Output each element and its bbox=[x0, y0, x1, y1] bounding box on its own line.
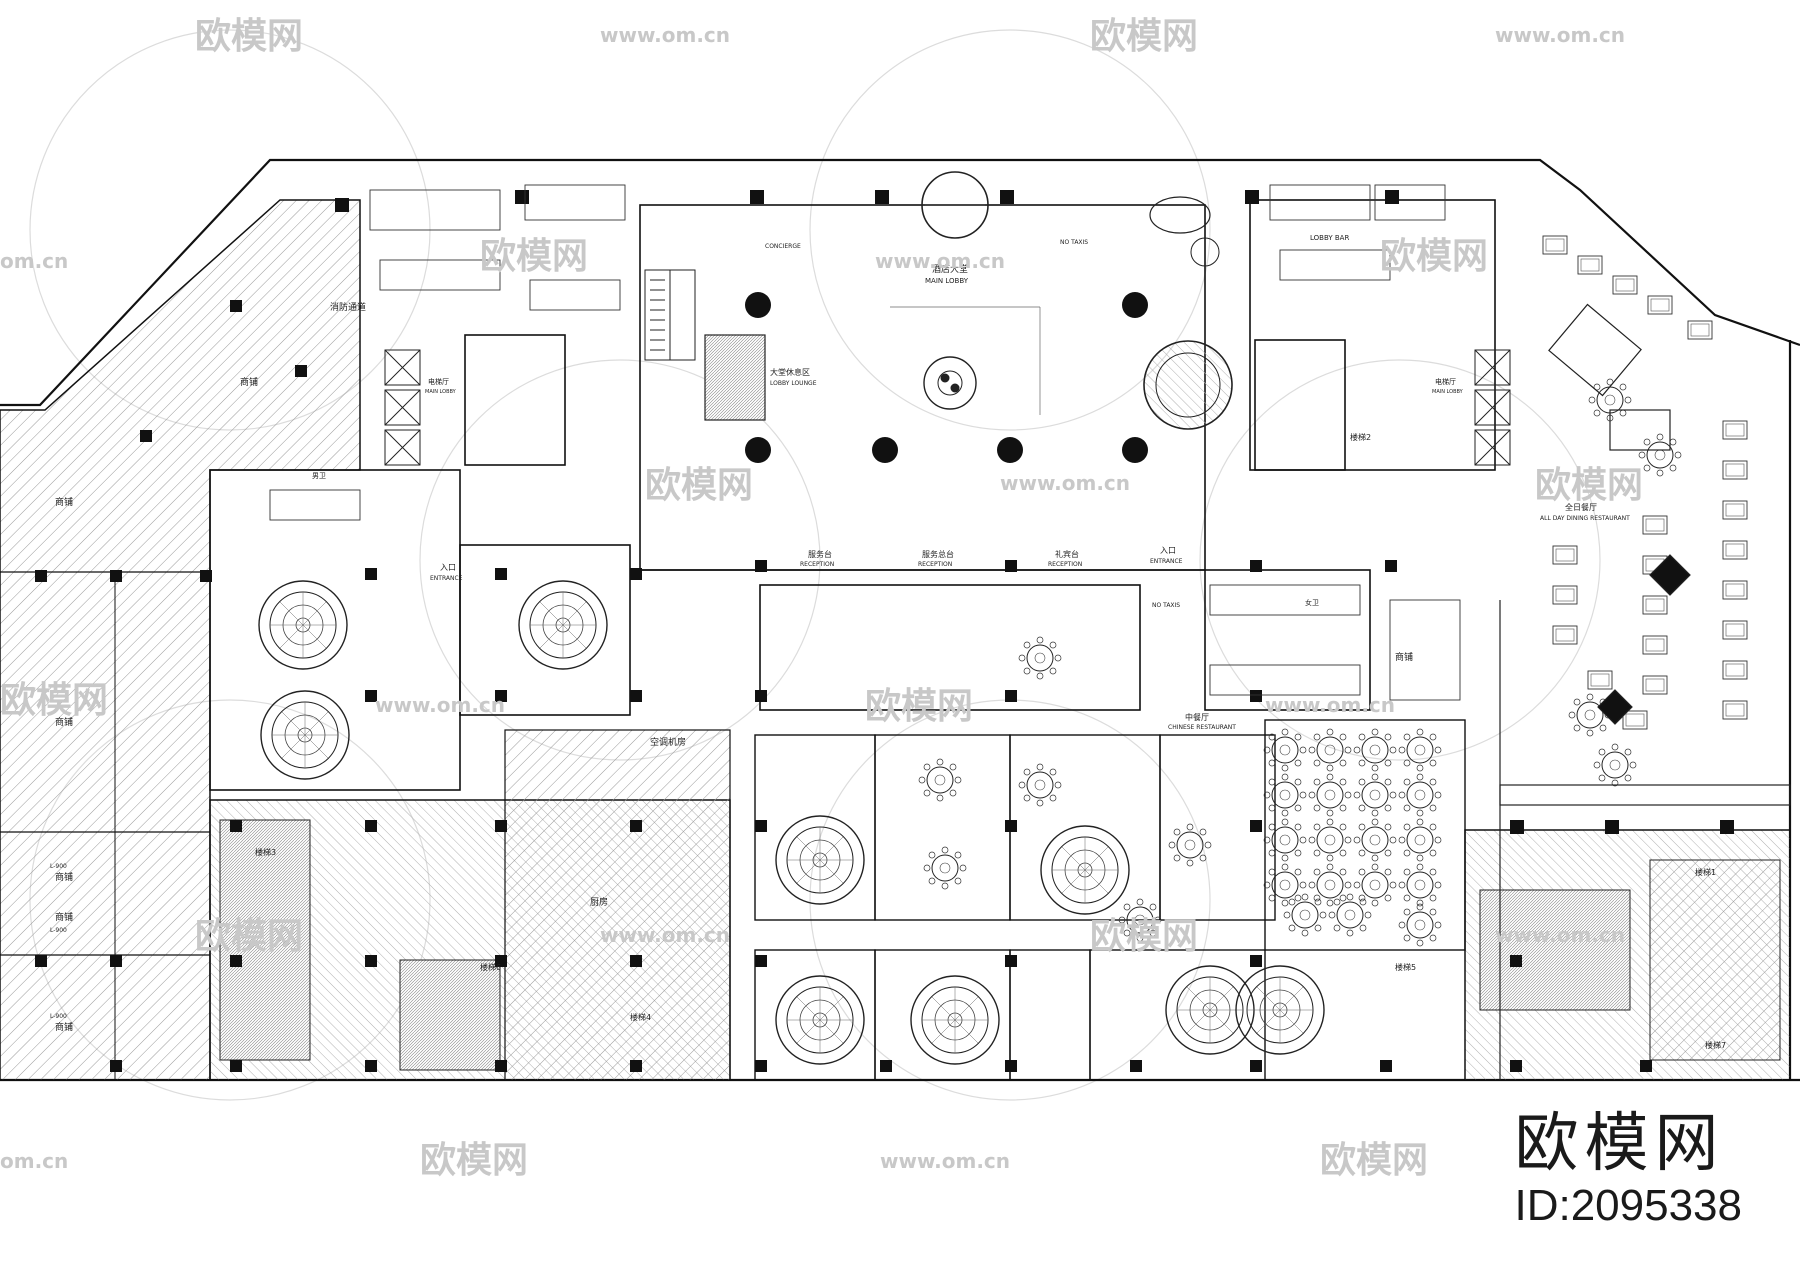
watermark-logo-11: 欧模网 bbox=[420, 1140, 528, 1181]
service-zone-left bbox=[209, 729, 731, 1081]
label-elevator-hall-right-en: MAIN LOBBY bbox=[1432, 389, 1464, 395]
label-entrance-cn-left: 入口 bbox=[440, 563, 456, 572]
label-fire-passage: 消防通道 bbox=[330, 301, 366, 313]
label-entrance-en-left: ENTRANCE bbox=[430, 575, 463, 582]
structural-columns bbox=[35, 190, 1734, 1072]
escalator bbox=[644, 269, 696, 361]
watermark-logo-9: 欧模网 bbox=[195, 916, 303, 957]
label-shop-5: 商铺 bbox=[55, 911, 73, 923]
watermark-url-9: www.om.cn bbox=[600, 923, 730, 947]
label-shop-1: 商铺 bbox=[240, 376, 258, 388]
restaurant-walls bbox=[754, 719, 1466, 1081]
label-no-taxis-2: NO TAXIS bbox=[1152, 602, 1180, 609]
label-level-2: L-900 bbox=[50, 927, 67, 934]
watermark-logo-1: 欧模网 bbox=[195, 16, 303, 57]
label-chinese-restaurant-en: CHINESE RESTAURANT bbox=[1168, 724, 1236, 731]
watermark-logo-8: 欧模网 bbox=[865, 686, 973, 727]
watermark-url-2: www.om.cn bbox=[1495, 23, 1625, 47]
watermark-short-1: om.cn bbox=[0, 249, 68, 273]
label-shop-6: 商铺 bbox=[55, 1021, 73, 1033]
lobby-round-columns bbox=[745, 292, 1148, 463]
branding-block: 欧模网 ID:2095338 bbox=[1514, 1108, 1742, 1232]
label-reception-2: 服务总台 bbox=[922, 549, 954, 559]
label-reception-3: 礼宾台 bbox=[1055, 549, 1079, 559]
watermark-logo-5: 欧模网 bbox=[645, 465, 753, 506]
label-lobby-lounge-en: LOBBY LOUNGE bbox=[770, 380, 817, 387]
label-female-toilet: 女卫 bbox=[1305, 598, 1319, 607]
label-all-day-dining-cn: 全日餐厅 bbox=[1565, 502, 1597, 512]
watermark-logo-6: 欧模网 bbox=[1535, 465, 1643, 506]
label-concierge: CONCIERGE bbox=[765, 243, 801, 250]
label-stair-3: 楼梯3 bbox=[255, 847, 276, 857]
label-male-toilet: 男卫 bbox=[312, 472, 326, 480]
label-stair-7: 楼梯7 bbox=[1705, 1040, 1726, 1050]
label-level-1: L-900 bbox=[50, 863, 67, 870]
watermark-url-10: www.om.cn bbox=[1495, 923, 1625, 947]
label-elevator-hall-left: 电梯厅 bbox=[428, 377, 449, 386]
label-reception-2-en: RECEPTION bbox=[918, 561, 952, 568]
label-reception-1: 服务台 bbox=[808, 549, 832, 559]
label-entrance-cn-right: 入口 bbox=[1160, 546, 1176, 555]
watermark-url-8: www.om.cn bbox=[1265, 693, 1395, 717]
watermark-url-5: www.om.cn bbox=[1000, 471, 1130, 495]
label-shop-7: 商铺 bbox=[1395, 651, 1413, 663]
label-air-con-room: 空调机房 bbox=[650, 736, 686, 748]
label-lobby-lounge-cn: 大堂休息区 bbox=[770, 367, 810, 377]
elevator-shafts bbox=[384, 349, 1511, 466]
watermark-url-7: www.om.cn bbox=[375, 693, 505, 717]
chinese-restaurant-tables bbox=[1263, 728, 1442, 947]
label-elevator-hall-right: 电梯厅 bbox=[1435, 377, 1456, 386]
label-stair-6: 楼梯6 bbox=[480, 962, 501, 972]
label-shop-4: 商铺 bbox=[55, 871, 73, 883]
label-kitchen: 厨房 bbox=[590, 896, 608, 908]
watermark-logo-2: 欧模网 bbox=[1090, 16, 1198, 57]
label-chinese-restaurant-cn: 中餐厅 bbox=[1185, 712, 1209, 722]
label-reception-1-en: RECEPTION bbox=[800, 561, 834, 568]
all-day-dining-counters bbox=[1499, 303, 1791, 1080]
label-level-3: L-900 bbox=[50, 1013, 67, 1020]
watermark-logo-7: 欧模网 bbox=[0, 680, 108, 721]
branding-id: ID:2095338 bbox=[1514, 1181, 1742, 1230]
label-shop-2: 商铺 bbox=[55, 496, 73, 508]
label-main-lobby-en: MAIN LOBBY bbox=[925, 277, 969, 285]
branding-title: 欧模网 bbox=[1514, 1107, 1725, 1181]
watermark-logo-4: 欧模网 bbox=[1380, 236, 1488, 277]
watermark-text: 欧模网 www.om.cn 欧模网 www.om.cn om.cn 欧模网 ww… bbox=[0, 16, 1643, 1181]
label-reception-3-en: RECEPTION bbox=[1048, 561, 1082, 568]
label-main-lobby-cn: 酒店大堂 bbox=[932, 263, 968, 275]
watermark-url-3: www.om.cn bbox=[875, 249, 1005, 273]
watermark-url-11: www.om.cn bbox=[880, 1149, 1010, 1173]
watermark-logo-10: 欧模网 bbox=[1090, 916, 1198, 957]
label-all-day-dining-en: ALL DAY DINING RESTAURANT bbox=[1540, 515, 1630, 522]
label-stair-1: 楼梯1 bbox=[1695, 867, 1716, 877]
lobby-features bbox=[704, 171, 1233, 430]
label-elevator-hall-left-en: MAIN LOBBY bbox=[425, 389, 457, 395]
watermark-logo-12: 欧模网 bbox=[1320, 1140, 1428, 1181]
label-entrance-en-right: ENTRANCE bbox=[1150, 558, 1183, 565]
watermark-short-11: om.cn bbox=[0, 1149, 68, 1173]
label-stair-2: 楼梯2 bbox=[1350, 432, 1371, 442]
label-lobby-bar: LOBBY BAR bbox=[1310, 234, 1349, 242]
watermark-url-1: www.om.cn bbox=[600, 23, 730, 47]
label-shop-3: 商铺 bbox=[55, 716, 73, 728]
label-stair-4: 楼梯4 bbox=[630, 1012, 651, 1022]
label-stair-5: 楼梯5 bbox=[1395, 962, 1416, 972]
watermark-logo-3: 欧模网 bbox=[480, 236, 588, 277]
plan-labels: 酒店大堂 MAIN LOBBY 大堂休息区 LOBBY LOUNGE LOBBY… bbox=[50, 234, 1726, 1050]
restroom-fixtures bbox=[269, 184, 1461, 701]
label-no-taxis-1: NO TAXIS bbox=[1060, 239, 1088, 246]
